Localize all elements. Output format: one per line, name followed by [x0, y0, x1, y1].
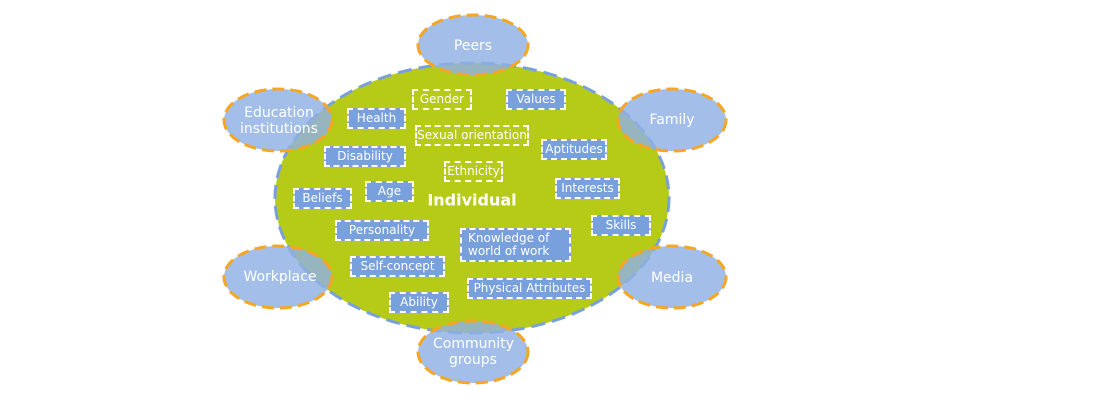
individual-label: Individual: [427, 190, 517, 210]
context-community: Community groups: [433, 336, 515, 368]
factor-aptitudes: Aptitudes: [541, 139, 607, 160]
factor-age: Age: [365, 181, 414, 202]
context-education: Education institutions: [240, 105, 318, 137]
factor-health: Health: [347, 108, 406, 129]
factor-gender: Gender: [412, 89, 472, 110]
education-ellipse: [222, 87, 334, 153]
factor-knowledge-of-world-of-work: Knowledge of world of work: [460, 228, 571, 262]
context-media: Media: [650, 270, 694, 286]
family-ellipse: [616, 87, 728, 153]
factor-sexual-orientation: Sexual orientation: [415, 125, 529, 146]
factor-skills: Skills: [591, 215, 651, 236]
context-workplace: Workplace: [243, 269, 317, 285]
factor-interests: Interests: [555, 178, 620, 199]
factor-physical-attributes: Physical Attributes: [467, 278, 592, 299]
factor-self-concept: Self-concept: [350, 256, 445, 277]
factor-beliefs: Beliefs: [293, 188, 352, 209]
factor-ability: Ability: [389, 292, 449, 313]
factor-disability: Disability: [324, 146, 406, 167]
factor-personality: Personality: [335, 220, 429, 241]
media-ellipse: [616, 244, 728, 310]
workplace-ellipse: [222, 244, 334, 310]
factor-ethnicity: Ethnicity: [444, 161, 503, 182]
factor-values: Values: [506, 89, 566, 110]
peers-ellipse: [416, 13, 530, 77]
community-ellipse: [416, 319, 530, 385]
context-peers: Peers: [453, 38, 493, 54]
context-family: Family: [649, 112, 695, 128]
